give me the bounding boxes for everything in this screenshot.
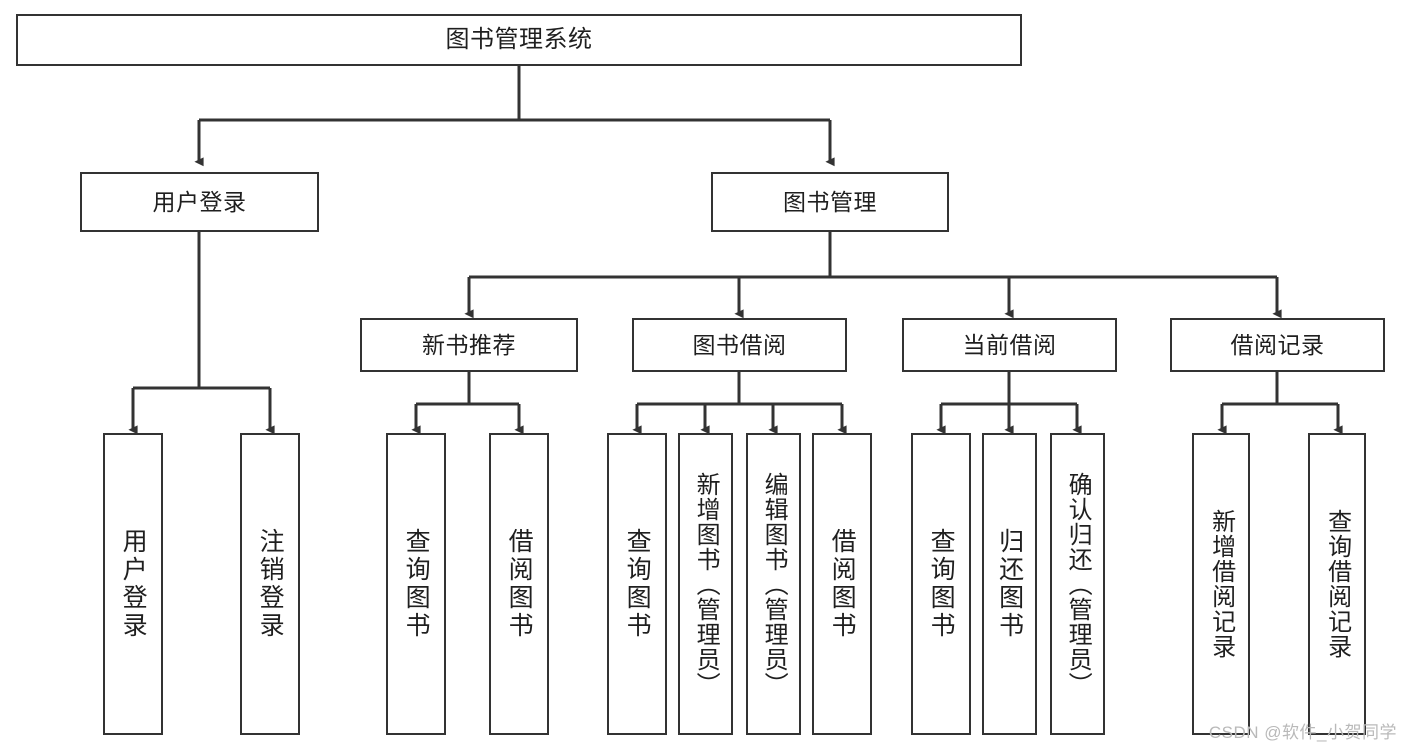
node-label: 查询图书 [623,528,652,640]
leaf-current-confirm-return-admin[interactable]: 确认归还（管理员） [1050,433,1105,735]
node-new-book-recommend[interactable]: 新书推荐 [360,318,578,372]
node-label: 图书管理 [783,188,877,215]
node-user-login[interactable]: 用户登录 [80,172,319,232]
leaf-borrow-borrow-book[interactable]: 借阅图书 [812,433,872,735]
node-label: 借阅记录 [1230,331,1325,358]
node-label: 新增图书（管理员） [692,471,720,697]
node-label: 图书管理系统 [445,26,593,54]
node-borrow-records[interactable]: 借阅记录 [1170,318,1385,372]
node-label: 当前借阅 [962,331,1057,358]
node-label: 用户登录 [119,528,148,640]
node-current-borrow[interactable]: 当前借阅 [902,318,1117,372]
node-label: 查询图书 [402,528,431,640]
leaf-user-login-logout[interactable]: 注销登录 [240,433,300,735]
node-book-borrow[interactable]: 图书借阅 [632,318,847,372]
leaf-borrow-add-book-admin[interactable]: 新增图书（管理员） [678,433,733,735]
node-label: 确认归还（管理员） [1064,471,1092,697]
leaf-recommend-borrow-book[interactable]: 借阅图书 [489,433,549,735]
leaf-records-query-record[interactable]: 查询借阅记录 [1308,433,1366,735]
node-book-management[interactable]: 图书管理 [711,172,949,232]
node-label: 注销登录 [256,528,285,640]
csdn-watermark: CSDN @软件_小贺同学 [1208,723,1397,742]
node-label: 用户登录 [152,188,247,215]
leaf-current-return-book[interactable]: 归还图书 [982,433,1037,735]
node-label: 图书借阅 [692,331,787,358]
node-root-system[interactable]: 图书管理系统 [16,14,1022,66]
node-label: 新书推荐 [422,331,516,358]
node-label: 新增借阅记录 [1207,509,1235,659]
node-label: 编辑图书（管理员） [760,471,788,697]
node-label: 查询借阅记录 [1323,509,1351,659]
leaf-user-login-login[interactable]: 用户登录 [103,433,163,735]
leaf-records-add-record[interactable]: 新增借阅记录 [1192,433,1250,735]
node-label: 归还图书 [995,528,1024,640]
node-label: 借阅图书 [828,528,857,640]
node-label: 查询图书 [927,528,956,640]
leaf-borrow-edit-book-admin[interactable]: 编辑图书（管理员） [746,433,801,735]
leaf-borrow-query-book[interactable]: 查询图书 [607,433,667,735]
leaf-current-query-book[interactable]: 查询图书 [911,433,971,735]
node-label: 借阅图书 [505,528,534,640]
leaf-recommend-query-book[interactable]: 查询图书 [386,433,446,735]
